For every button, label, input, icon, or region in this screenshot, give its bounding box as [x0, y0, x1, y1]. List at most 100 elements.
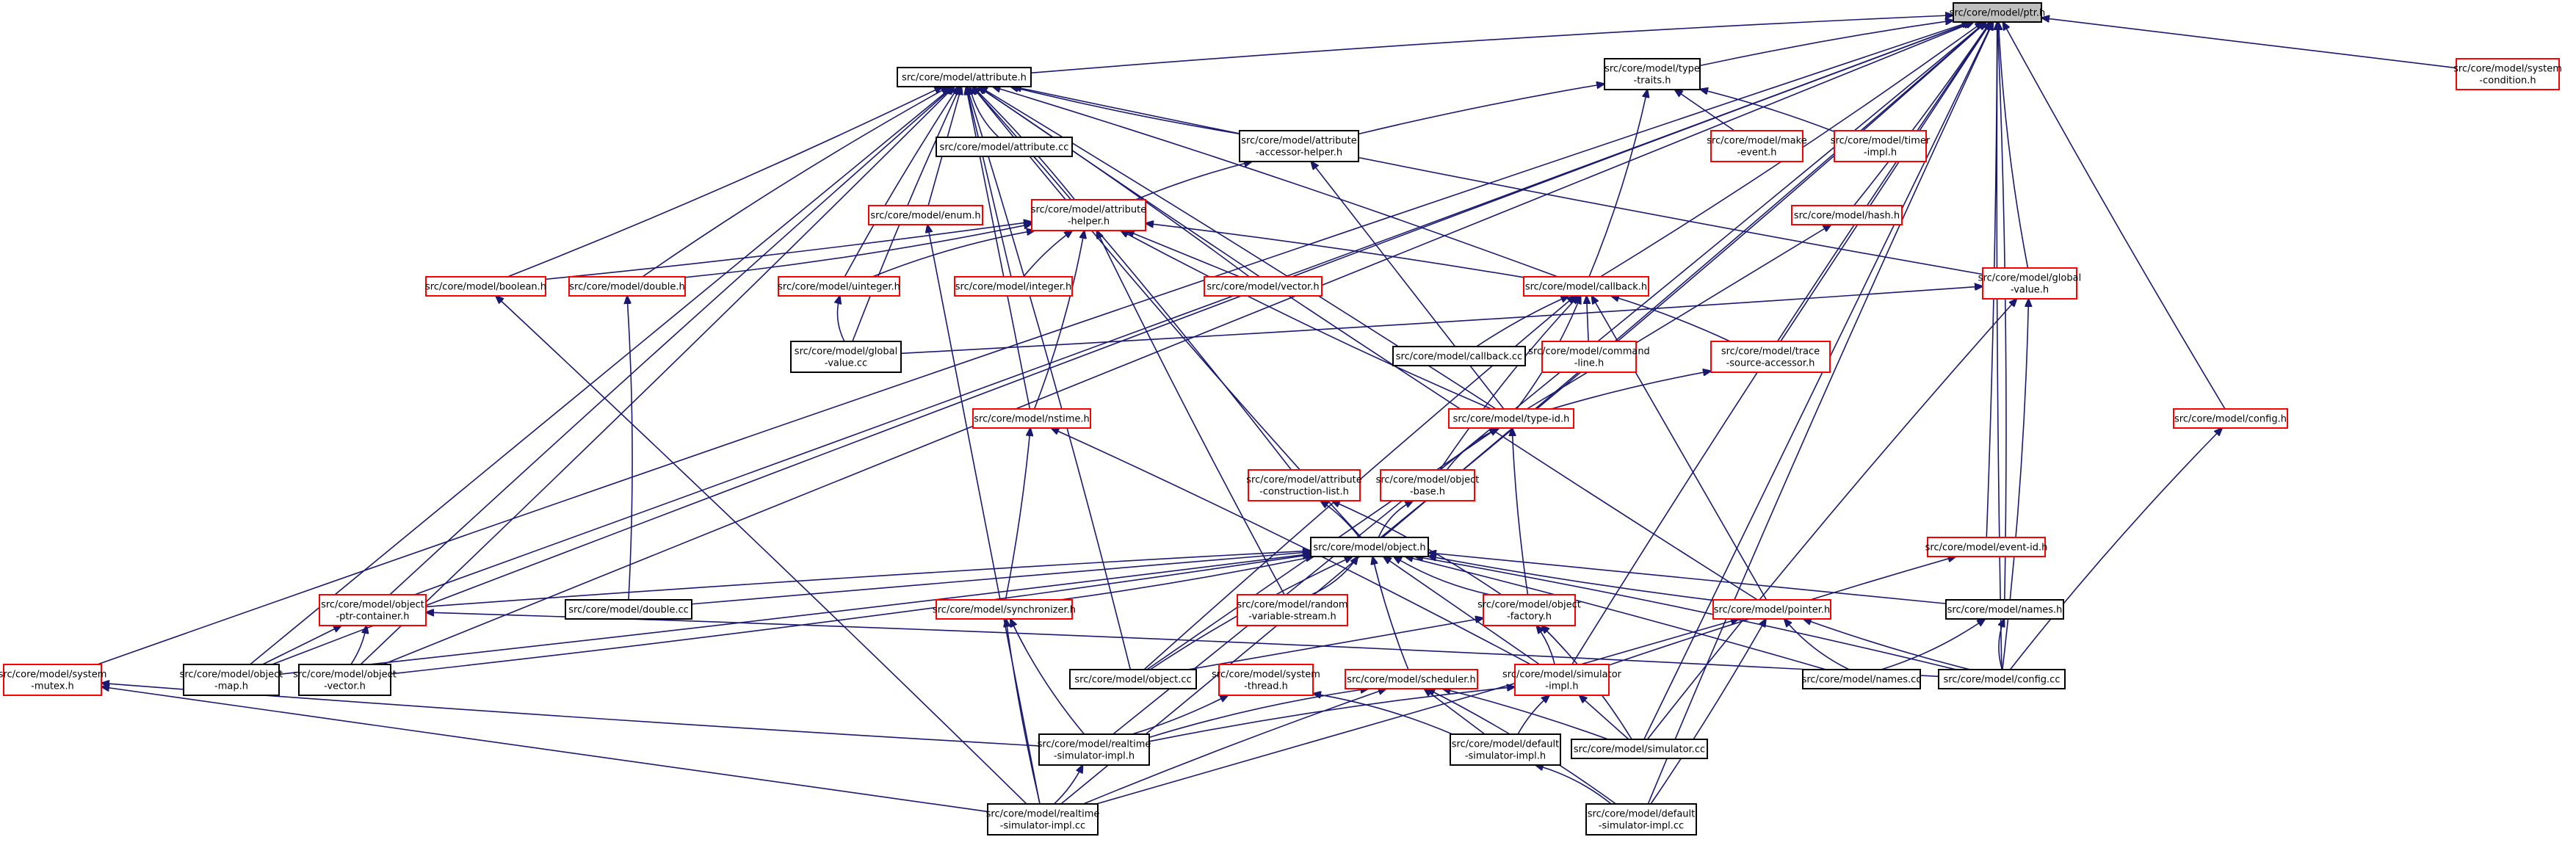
- node-label: -ptr-container.h: [336, 612, 409, 623]
- node-constructionlist[interactable]: src/core/model/attribute-construction-li…: [1246, 469, 1362, 501]
- node-vector[interactable]: src/core/model/vector.h: [1204, 276, 1323, 297]
- node-box: [319, 594, 427, 626]
- node-callbackcc[interactable]: src/core/model/callback.cc: [1392, 346, 1526, 366]
- node-box: [1802, 669, 1921, 689]
- node-config[interactable]: src/core/model/config.h: [2173, 408, 2288, 429]
- node-uinteger[interactable]: src/core/model/uinteger.h: [778, 276, 900, 297]
- edge-objectmap-to-attribute: [250, 87, 953, 665]
- node-label: src/core/model/event-id.h: [1925, 543, 2048, 554]
- node-synchronizer[interactable]: src/core/model/synchronizer.h: [933, 599, 1076, 620]
- node-label: -factory.h: [1507, 612, 1552, 623]
- edge-objectmap-to-object: [278, 554, 1311, 675]
- node-globalvalue[interactable]: src/core/model/global-value.h: [1978, 267, 2081, 300]
- node-label: src/core/model/attribute: [1241, 136, 1356, 147]
- node-box: [1514, 664, 1610, 696]
- node-label: src/core/model/object: [180, 670, 283, 681]
- node-box: [2456, 58, 2560, 90]
- node-scheduler[interactable]: src/core/model/scheduler.h: [1345, 669, 1478, 689]
- node-objectvector[interactable]: src/core/model/object-vector.h: [293, 664, 397, 696]
- node-callback[interactable]: src/core/model/callback.h: [1523, 276, 1649, 297]
- node-label: src/core/model/default: [1452, 739, 1560, 750]
- node-label: src/core/model/global: [1978, 273, 2081, 284]
- edge-names-to-object: [1428, 553, 1947, 604]
- node-label: src/core/model/system: [0, 670, 106, 681]
- node-pointer[interactable]: src/core/model/pointer.h: [1712, 599, 1831, 620]
- node-simimpl[interactable]: src/core/model/simulator-impl.h: [1502, 664, 1622, 696]
- node-label: src/core/model/make: [1707, 136, 1806, 147]
- edge-objectcc-to-objectfactory: [1187, 618, 1483, 670]
- edge-synchronizer-to-nstime: [1005, 428, 1030, 601]
- node-randomstream[interactable]: src/core/model/random-variable-stream.h: [1237, 594, 1348, 626]
- node-label: src/core/model/synchronizer.h: [933, 605, 1076, 616]
- node-globalvaluecc[interactable]: src/core/model/global-value.cc: [790, 341, 902, 373]
- node-box: [1038, 733, 1150, 766]
- node-object[interactable]: src/core/model/object.h: [1310, 537, 1429, 557]
- node-simulatorcc[interactable]: src/core/model/simulator.cc: [1571, 739, 1708, 759]
- node-doublecc[interactable]: src/core/model/double.cc: [565, 599, 692, 620]
- node-attrhelper[interactable]: src/core/model/attribute-helper.h: [1031, 199, 1146, 231]
- node-objectfactory[interactable]: src/core/model/object-factory.h: [1477, 594, 1581, 626]
- edge-defsimimpl-to-systhread: [1313, 694, 1453, 735]
- edge-simimpl-to-objectfactory: [1536, 626, 1555, 665]
- node-accessor[interactable]: src/core/model/attribute-accessor-helper…: [1239, 130, 1359, 162]
- edge-ptrcontainer-to-object: [425, 551, 1311, 608]
- node-nstime[interactable]: src/core/model/nstime.h: [972, 408, 1091, 429]
- edge-globalvalue-to-attribute: [1013, 87, 1983, 275]
- node-typeid[interactable]: src/core/model/type-id.h: [1448, 408, 1574, 429]
- node-makeevent[interactable]: src/core/model/make-event.h: [1707, 130, 1807, 162]
- node-attribute[interactable]: src/core/model/attribute.h: [897, 67, 1032, 87]
- node-box: [1712, 599, 1831, 620]
- node-label: -mutex.h: [31, 681, 74, 692]
- edge-configcc-to-pointer: [1803, 619, 1971, 670]
- node-enum[interactable]: src/core/model/enum.h: [868, 205, 983, 225]
- edge-timerimpl-to-typetraits: [1700, 90, 1835, 133]
- node-typetraits[interactable]: src/core/model/type-traits.h: [1604, 58, 1701, 90]
- node-ptrcontainer[interactable]: src/core/model/object-ptr-container.h: [319, 594, 427, 626]
- node-integer[interactable]: src/core/model/integer.h: [954, 276, 1073, 297]
- node-label: -accessor-helper.h: [1256, 148, 1342, 159]
- node-label: -value.h: [2011, 285, 2049, 296]
- edge-typeid-to-hash: [1527, 225, 1831, 410]
- edge-ptrcontainer-to-attribute: [389, 87, 954, 595]
- node-sysmutex[interactable]: src/core/model/system-mutex.h: [0, 664, 106, 696]
- edge-objectbase-to-callback: [1439, 296, 1579, 471]
- node-attributecc[interactable]: src/core/model/attribute.cc: [936, 137, 1073, 157]
- node-timerimpl[interactable]: src/core/model/timer-impl.h: [1831, 130, 1931, 162]
- node-objectmap[interactable]: src/core/model/object-map.h: [180, 664, 283, 696]
- node-rtsimimplcc[interactable]: src/core/model/realtime-simulator-impl.c…: [986, 803, 1100, 836]
- node-label: src/core/model/names.h: [1947, 605, 2063, 616]
- node-commandline[interactable]: src/core/model/command-line.h: [1528, 341, 1650, 373]
- node-double[interactable]: src/core/model/double.h: [568, 276, 686, 297]
- node-names[interactable]: src/core/model/names.h: [1945, 599, 2064, 620]
- node-box: [1604, 58, 1701, 90]
- edge-configcc-to-object: [1415, 557, 1957, 670]
- edge-randomstream-to-object: [1311, 557, 1358, 595]
- edge-config-to-ptr: [2002, 22, 2226, 410]
- node-systhread[interactable]: src/core/model/system-thread.h: [1212, 664, 1320, 696]
- node-label: src/core/model/system: [1212, 670, 1320, 681]
- node-box: [1380, 469, 1475, 501]
- node-defsimimpl[interactable]: src/core/model/default-simulator-impl.h: [1450, 733, 1561, 766]
- node-label: src/core/model/timer: [1831, 136, 1931, 147]
- node-ptr[interactable]: src/core/model/ptr.h: [1950, 2, 2046, 23]
- node-label: -traits.h: [1634, 76, 1671, 87]
- node-objectbase[interactable]: src/core/model/object-base.h: [1376, 469, 1480, 501]
- edge-accessor-to-typetraits: [1358, 84, 1604, 135]
- node-configcc[interactable]: src/core/model/config.cc: [1938, 669, 2066, 689]
- node-objectcc[interactable]: src/core/model/object.cc: [1069, 669, 1197, 689]
- node-defsimimplcc[interactable]: src/core/model/default-simulator-impl.cc: [1585, 803, 1697, 836]
- node-label: src/core/model/hash.h: [1794, 211, 1900, 222]
- node-boolean[interactable]: src/core/model/boolean.h: [425, 276, 546, 297]
- node-namescc[interactable]: src/core/model/names.cc: [1802, 669, 1922, 689]
- node-hash[interactable]: src/core/model/hash.h: [1791, 205, 1903, 225]
- node-traceaccessor[interactable]: src/core/model/trace-source-accessor.h: [1710, 341, 1831, 373]
- edge-simulatorcc-to-ptr: [1643, 22, 1993, 740]
- edge-globalvalue-to-ptr: [1999, 22, 2029, 269]
- node-label: src/core/model/scheduler.h: [1347, 675, 1476, 686]
- node-label: -simulator-impl.cc: [1000, 821, 1085, 832]
- node-eventid[interactable]: src/core/model/event-id.h: [1925, 537, 2048, 557]
- node-syscond[interactable]: src/core/model/system-condition.h: [2453, 58, 2562, 90]
- node-label: src/core/model/object: [293, 670, 397, 681]
- node-label: -simulator-impl.h: [1465, 751, 1546, 762]
- node-rtsimimpl[interactable]: src/core/model/realtime-simulator-impl.h: [1038, 733, 1151, 766]
